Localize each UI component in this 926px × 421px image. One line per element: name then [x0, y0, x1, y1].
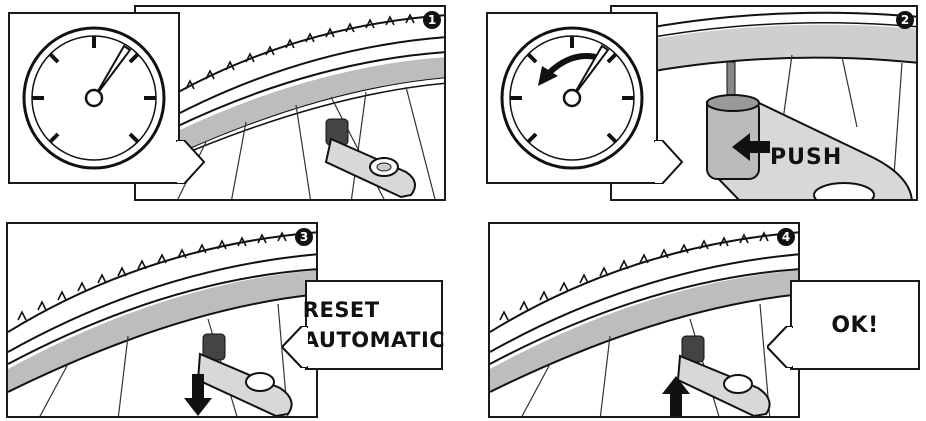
wheel-illustration [612, 11, 916, 199]
callout-pointer-icon [176, 140, 206, 184]
step-number-badge: 4 [777, 228, 795, 246]
up-arrow-icon [662, 376, 690, 416]
pressure-sensor-icon [196, 333, 293, 416]
step-4-callout: OK! [790, 280, 920, 370]
step-3-panel: 3 [6, 222, 318, 418]
step-number-badge: 2 [896, 11, 914, 29]
callout-line-2: AUTOMATIC [302, 328, 446, 352]
step-4-panel: 4 [488, 222, 800, 418]
step-2-panel: PUSH 2 [610, 5, 918, 201]
step-1-gauge-panel [8, 12, 180, 184]
wheel-illustration [490, 231, 798, 416]
step-3-callout: RESET AUTOMATIC [302, 280, 446, 370]
gauge-icon [22, 26, 166, 170]
wheel-illustration [8, 229, 316, 416]
step-number-badge: 1 [423, 11, 441, 29]
pressure-sensor-icon [676, 335, 771, 416]
pressure-sensor-icon [706, 61, 913, 199]
callout-line-1: RESET [302, 298, 380, 322]
gauge-icon [500, 26, 644, 170]
callout-text: OK! [831, 312, 879, 338]
step-2-gauge-panel [486, 12, 658, 184]
callout-pointer-icon [767, 326, 793, 368]
down-arrow-icon [184, 374, 212, 416]
callout-pointer-icon [282, 326, 308, 368]
action-label: PUSH [770, 145, 843, 170]
callout-pointer-icon [654, 140, 684, 184]
pressure-sensor-icon [324, 118, 416, 199]
left-arrow-icon [732, 133, 770, 161]
step-number-badge: 3 [295, 228, 313, 246]
